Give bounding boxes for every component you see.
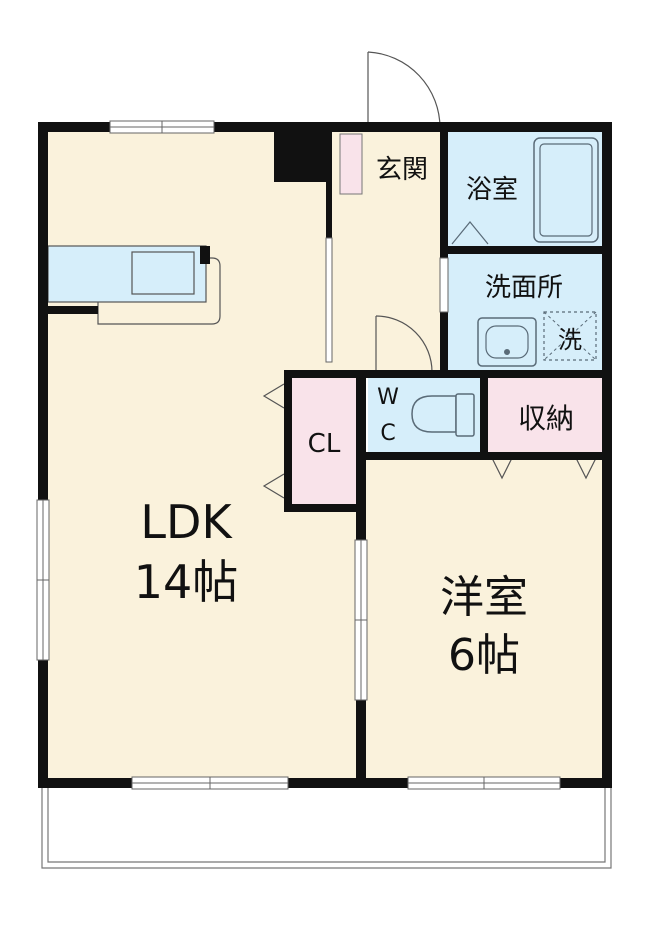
washer-label: 洗 bbox=[558, 326, 582, 354]
entrance-label: 玄関 bbox=[376, 155, 428, 185]
washroom-label: 洗面所 bbox=[485, 273, 563, 303]
ldk-name-label: LDK bbox=[140, 495, 233, 549]
toilet bbox=[411, 393, 475, 437]
bathtub bbox=[451, 137, 599, 245]
closet-floor bbox=[290, 378, 356, 506]
western-room-size-label: 6帖 bbox=[448, 630, 520, 681]
wash-basin bbox=[477, 317, 537, 367]
kitchen-counter bbox=[47, 245, 221, 325]
wc-door bbox=[375, 315, 433, 373]
wc-label-w: W bbox=[377, 385, 399, 410]
wc-label-c: C bbox=[380, 421, 395, 446]
western-room-name-label: 洋室 bbox=[440, 572, 528, 623]
washer-space bbox=[543, 311, 597, 361]
entrance-step bbox=[339, 133, 363, 195]
entrance-door bbox=[367, 51, 441, 129]
storage-label: 収納 bbox=[518, 402, 574, 435]
closet-label: CL bbox=[308, 429, 341, 459]
storage-doors bbox=[491, 457, 597, 480]
ldk-size-label: 14帖 bbox=[134, 555, 239, 609]
windows bbox=[36, 120, 561, 790]
western-room-floor bbox=[364, 456, 604, 778]
closet-doors bbox=[262, 383, 285, 499]
storage-floor bbox=[488, 378, 604, 452]
bath-label: 浴室 bbox=[466, 175, 518, 205]
balcony bbox=[41, 782, 612, 869]
hall-floor bbox=[332, 196, 442, 374]
